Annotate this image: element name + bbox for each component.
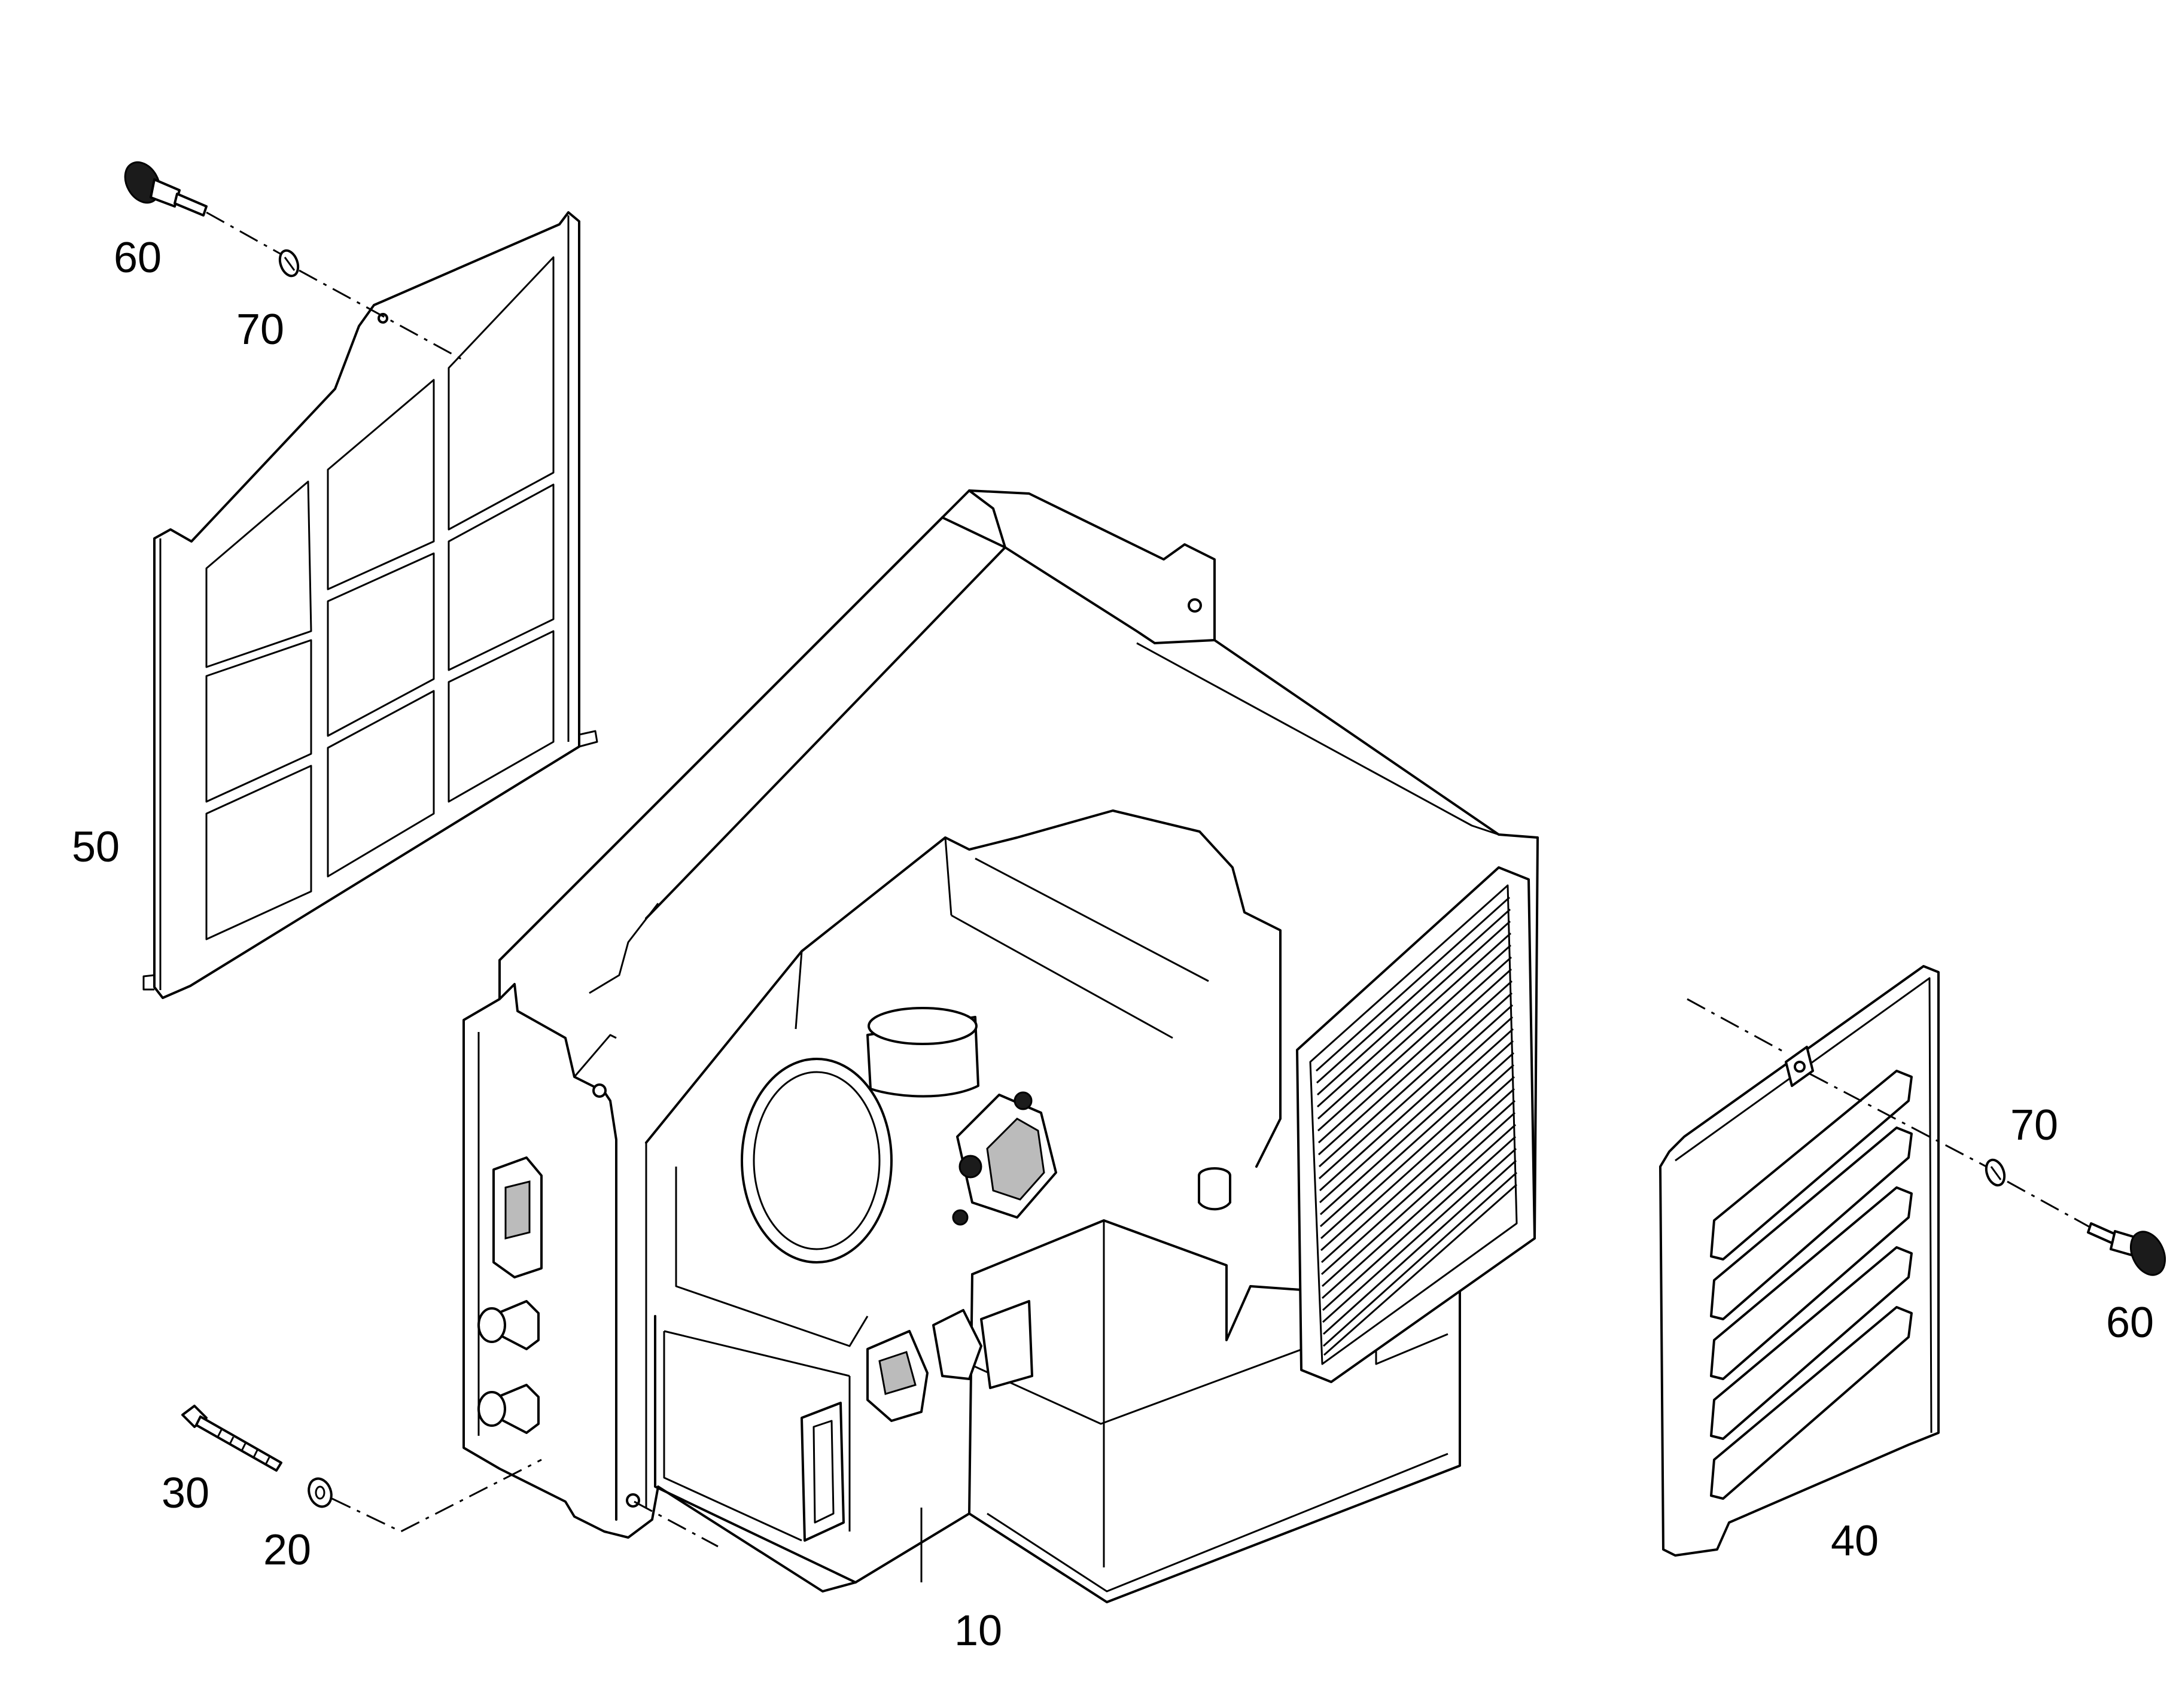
washer-70-top	[278, 249, 300, 278]
callout-60-right: 60	[2106, 1299, 2154, 1347]
main-housing-10	[462, 489, 1539, 1603]
louvered-cover-40	[1659, 965, 1940, 1557]
callout-10: 10	[954, 1607, 1002, 1655]
callout-70-right: 70	[2010, 1101, 2058, 1149]
knob-screw-60-top	[124, 161, 208, 217]
washer-20	[308, 1477, 333, 1508]
screw-30	[181, 1405, 282, 1472]
housing-vent-grille	[1296, 866, 1536, 1383]
washer-70-right	[1985, 1158, 2006, 1187]
filter-frame-50	[142, 211, 598, 999]
callout-20: 20	[263, 1526, 311, 1574]
knob-screw-60-right	[2087, 1222, 2166, 1276]
callout-60-top: 60	[114, 234, 162, 282]
callout-50: 50	[72, 823, 120, 871]
callout-40: 40	[1831, 1517, 1879, 1565]
callout-30: 30	[162, 1469, 209, 1517]
callout-70-top: 70	[236, 306, 284, 354]
actuator-motor	[952, 1091, 1057, 1226]
